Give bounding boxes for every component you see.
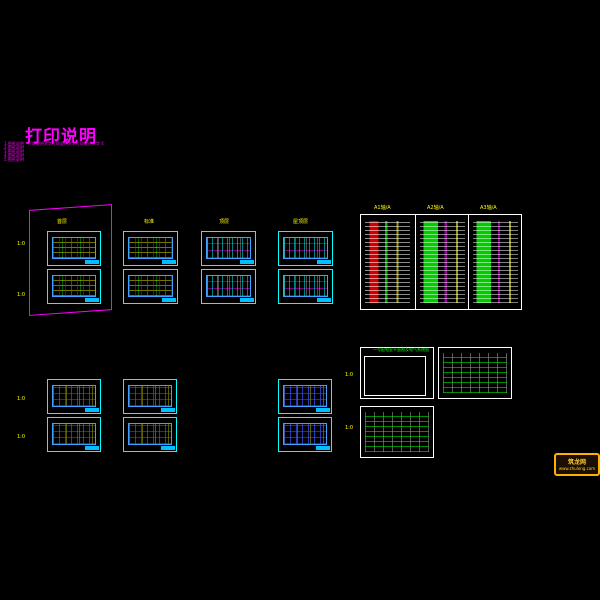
watermark-stamp: 筑龙网 www.zhulong.com [554, 453, 600, 476]
riser-diagram-2[interactable] [415, 215, 469, 309]
row-label-5: 1:0 [345, 372, 354, 378]
schematic-sheet[interactable] [360, 406, 434, 458]
stamp-line-2: www.zhulong.com [558, 466, 596, 471]
note-subtext: 打印说明文字打印说明文字打印说明文字 4 [28, 141, 104, 146]
row-label-1: 1:0 [17, 241, 26, 247]
schematic-sheet[interactable]: 一号配电室平面图及电气系统图 [360, 347, 434, 399]
riser-diagram-3[interactable] [468, 215, 522, 309]
floor-plan-sheet[interactable] [47, 417, 101, 452]
floor-plan-sheet[interactable] [201, 231, 256, 266]
floor-plan-sheet[interactable] [123, 417, 177, 452]
column-label-standard: 标准 [144, 219, 155, 225]
print-notes-title: 打印说明 [25, 127, 97, 147]
note-5: 5.图纸说明 [4, 157, 24, 162]
riser-diagram-1[interactable] [361, 215, 414, 309]
riser-label-1: A1轴/A [374, 205, 391, 211]
row-label-3: 1:0 [17, 396, 26, 402]
row-label-4: 1:0 [17, 434, 26, 440]
stamp-line-1: 筑龙网 [567, 459, 586, 466]
floor-plan-sheet[interactable] [47, 231, 101, 266]
column-label-roof: 屋顶层 [293, 219, 309, 225]
floor-plan-sheet[interactable] [123, 379, 177, 414]
floor-plan-sheet[interactable] [278, 231, 333, 266]
floor-plan-sheet[interactable] [278, 379, 332, 414]
floor-plan-sheet[interactable] [47, 269, 101, 304]
floor-plan-sheet[interactable] [278, 417, 332, 452]
floor-plan-sheet[interactable] [278, 269, 333, 304]
floor-plan-sheet[interactable] [123, 269, 178, 304]
row-label-2: 1:0 [17, 292, 26, 298]
schematic-title: 一号配电室平面图及电气系统图 [373, 347, 429, 352]
print-notes-list: 1.图纸说明 2.图纸说明 3.图纸说明 4.图纸说明 5.图纸说明 打印说明文… [4, 141, 104, 162]
floor-plan-sheet[interactable] [47, 379, 101, 414]
floor-plan-sheet[interactable] [201, 269, 256, 304]
note-4: 4.图纸说明 [4, 153, 24, 158]
column-label-top: 顶层 [219, 219, 230, 225]
floor-plan-sheet[interactable] [123, 231, 178, 266]
note-2: 2.图纸说明 [4, 145, 24, 150]
note-1: 1.图纸说明 [4, 141, 24, 146]
schematic-sheet[interactable] [438, 347, 512, 399]
riser-label-3: A3轴/A [480, 205, 497, 211]
note-3: 3.图纸说明 [4, 149, 24, 154]
column-label-ground: 首层 [57, 219, 68, 225]
riser-label-2: A2轴/A [427, 205, 444, 211]
riser-diagram-frame[interactable] [360, 214, 522, 310]
row-label-6: 1:0 [345, 425, 354, 431]
